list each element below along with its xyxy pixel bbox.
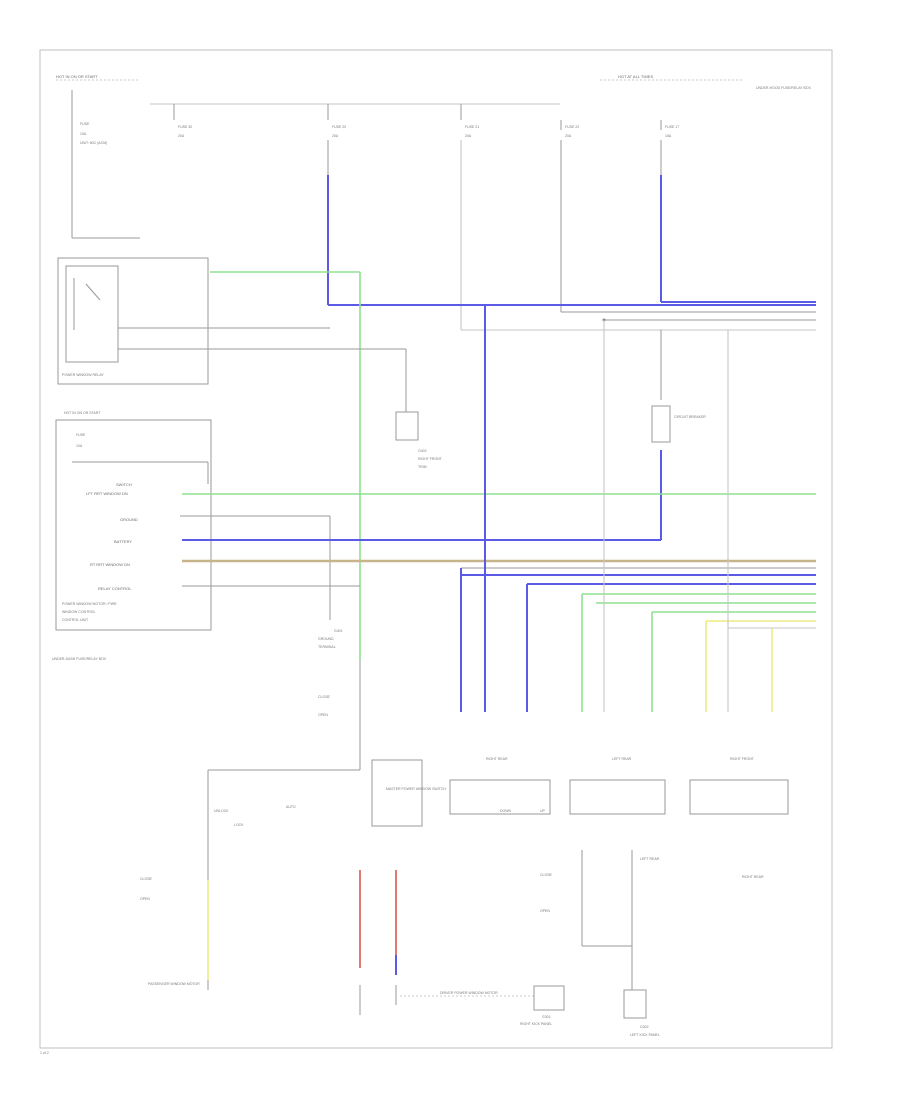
unlock-label: UNLOCK (214, 809, 229, 813)
switch-rf-label: RIGHT FRONT (730, 757, 755, 761)
svg-text:FUSE 30: FUSE 30 (178, 125, 192, 129)
svg-text:15A: 15A (665, 134, 672, 138)
ground-g402-symbol (395, 411, 419, 441)
left-rear-switch-label: LEFT REAR (640, 857, 660, 861)
ground-g402-label: G402 (418, 449, 427, 453)
fuse-b: FUSE 20 20A (327, 104, 346, 138)
top-right-box-label: UNDER-HOOD FUSE/RELAY BOX (756, 86, 812, 90)
svg-text:FUSE 22: FUSE 22 (565, 125, 579, 129)
mid-fuse-amp: 10A (76, 444, 83, 448)
relay-control-label: RELAY CONTROL (98, 586, 132, 591)
fuse-e: FUSE 17 15A (660, 120, 679, 138)
top-left-header: HOT IN ON OR START (56, 74, 98, 79)
lock-label: LOCK (234, 823, 244, 827)
master-switch-box (371, 759, 423, 827)
auto-switch-label: AUTO (286, 805, 296, 809)
top-right-header: HOT AT ALL TIMES (618, 74, 653, 79)
ground-g401-label: G401 (334, 629, 343, 633)
control-unit-label-2: WINDOW CONTROL (62, 610, 95, 614)
diagram-frame (39, 49, 833, 1049)
g302-label-2: LEFT KICK PANEL (630, 1033, 660, 1037)
g301-box (533, 985, 565, 1011)
g301-label-2: RIGHT KICK PANEL (520, 1022, 552, 1026)
switch-lr-box (569, 779, 666, 815)
down-label: DOWN (500, 809, 512, 813)
switch-rf-box (689, 779, 789, 815)
relay-box (57, 257, 209, 385)
control-unit-box (55, 419, 212, 631)
switch-rr-box (449, 779, 551, 815)
relay-contact (85, 283, 101, 301)
g302-label: G302 (640, 1025, 649, 1029)
relay-label: POWER WINDOW RELAY (62, 373, 104, 377)
mid-fuse-label: FUSE (76, 433, 86, 437)
circuit-breaker-box (651, 405, 671, 443)
passenger-window-label: PASSENGER WINDOW MOTOR (148, 982, 200, 986)
relay-coil (65, 265, 119, 363)
battery-label: BATTERY (114, 539, 132, 544)
close-label-mid: CLOSE (318, 695, 331, 699)
svg-text:FUSE 17: FUSE 17 (665, 125, 679, 129)
open-label-low: OPEN (540, 909, 550, 913)
mid-left-header: HOT IN ON OR START (64, 411, 101, 415)
mirror-fuse-box-label: UNDER-DASH FUSE/RELAY BOX (52, 657, 107, 661)
ground-g402-label-2: RIGHT FRONT (418, 457, 443, 461)
svg-text:20A: 20A (565, 134, 572, 138)
ground-label: GROUND (120, 517, 138, 522)
page-id: 1 of 2 (40, 1051, 49, 1055)
fuse-top-left-amp: 10A (80, 132, 87, 136)
switch-label: SWITCH (116, 482, 132, 487)
right-rear-switch-label: RIGHT REAR (742, 875, 764, 879)
svg-text:FUSE 21: FUSE 21 (465, 125, 479, 129)
switch-rr-label: RIGHT REAR (486, 757, 508, 761)
svg-text:FUSE 20: FUSE 20 (332, 125, 346, 129)
control-unit-label: POWER WINDOW MOTOR / PWR (62, 602, 117, 606)
circuit-breaker-label: CIRCUIT BREAKER (674, 415, 706, 419)
ground-g401-label-3: TERMINAL (318, 645, 336, 649)
fuse-c: FUSE 21 20A (460, 104, 479, 138)
svg-text:20A: 20A (332, 134, 339, 138)
lft-rrt-label: LFT RRT WINDOW DN (86, 491, 128, 496)
fuse-top-left-unit: UNIT: 60C (ACM) (80, 141, 107, 145)
svg-text:20A: 20A (178, 134, 185, 138)
open-label-left: OPEN (140, 897, 150, 901)
svg-text:20A: 20A (465, 134, 472, 138)
ground-g401-label-2: GROUND (318, 637, 334, 641)
master-switch-label: MASTER POWER WINDOW SWITCH (386, 787, 446, 791)
fuse-d: FUSE 22 20A (560, 120, 579, 138)
switch-lr-label: LEFT REAR (612, 757, 632, 761)
driver-motor-label: DRIVER POWER WINDOW MOTOR (440, 991, 498, 995)
g301-label: G301 (542, 1015, 551, 1019)
control-unit-label-3: CONTROL UNIT (62, 618, 89, 622)
fuse-a: FUSE 30 20A (173, 104, 192, 138)
ground-g402-label-3: TRIM (418, 465, 427, 469)
rt-rrt-label: RT RRT WINDOW DN (90, 562, 130, 567)
close-label-left: CLOSE (140, 877, 153, 881)
up-label: UP (540, 809, 546, 813)
close-label-low: CLOSE (540, 873, 553, 877)
fuse-top-left-label: FUSE (80, 122, 90, 126)
open-label-mid: OPEN (318, 713, 328, 717)
g302-box (623, 989, 647, 1019)
